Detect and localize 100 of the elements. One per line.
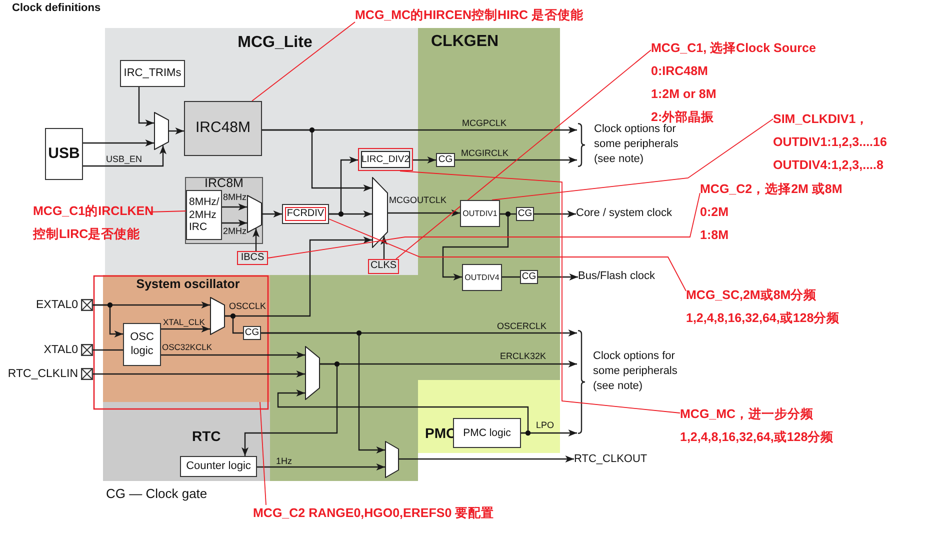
leader-line [492, 118, 774, 200]
output-signal-label: Core / system clock [576, 206, 672, 220]
multiplexer [372, 177, 388, 248]
arrow [399, 456, 574, 462]
arrow [252, 228, 260, 251]
annotation-text: 1:8M [700, 228, 728, 243]
signal-label: MCGIRCLK [461, 149, 509, 159]
output-signal-label: RTC_CLKOUT [574, 452, 648, 466]
arrow [538, 274, 578, 280]
arrow [534, 210, 576, 218]
arrow [262, 210, 282, 218]
arrow [93, 370, 305, 378]
signal-label: ERCLK32K [500, 352, 546, 362]
pin-label: RTC_CLKLIN [8, 367, 78, 381]
leader-line [400, 170, 680, 414]
oscillator-group-box [185, 177, 263, 244]
annotation-text: MCG_C1, 选择Clock Source [651, 41, 816, 56]
arrow [83, 140, 154, 146]
annotation-text: MCG_SC,2M或8M分频 [686, 288, 817, 303]
clock-gate-box: CG [520, 270, 538, 284]
module-box: IRC_TRIMs [120, 60, 185, 87]
pin-label: EXTAL0 [36, 298, 78, 312]
arrow [329, 210, 372, 218]
leader-line [252, 22, 356, 102]
annotation-text: MCG_MC的HIRCEN控制HIRC 是否使能 [355, 8, 584, 23]
arrow [262, 129, 372, 192]
arrow [388, 210, 460, 216]
annotation-text: MCG_MC，进一步分频 [680, 407, 814, 422]
annotation-text: MCG_C1的IRCLKEN [33, 204, 154, 219]
region-panel [103, 402, 270, 481]
arrow [169, 128, 184, 134]
region-title: CLKGEN [431, 33, 499, 52]
clock-gate-box: CG [243, 326, 261, 340]
annotation-text: OUTDIV1:1,2,3....16 [773, 135, 887, 150]
arrow [138, 87, 154, 126]
leader-line [260, 402, 266, 506]
annotation-text: 1,2,4,8,16,32,64,或128分频 [686, 311, 840, 326]
annotation-text: MCG_C2，选择2M 或8M [700, 182, 842, 197]
module-box: USB [45, 128, 83, 180]
connector-line [225, 315, 243, 334]
region-panel [418, 380, 560, 453]
signal-label: OSC32KCLK [162, 343, 212, 352]
annotation-text: 1,2,4,8,16,32,64,或128分频 [680, 430, 834, 445]
logic-box: PMC logic [453, 418, 521, 448]
arrow [442, 213, 509, 280]
annotation-text: 1:2M or 8M [651, 87, 716, 102]
leader-line [328, 218, 686, 292]
arrow [521, 430, 577, 436]
connector-line [93, 349, 123, 351]
output-signal-label: Bus/Flash clock [578, 269, 656, 284]
signal-label: 2MHz [223, 227, 247, 237]
annotation-text: SIM_CLKDIV1， [773, 112, 869, 127]
signal-label: 8MHz [223, 193, 247, 203]
region-title: System oscillator [136, 277, 240, 292]
annotation-text: 0:2M [700, 205, 728, 220]
oscillator-box: 8MHz/ 2MHz IRC [186, 190, 222, 240]
signal-label: 1Hz [276, 457, 292, 467]
arrow [455, 156, 577, 164]
arrow [161, 326, 210, 332]
logic-box: Counter logic [180, 456, 257, 477]
leader-line [396, 50, 652, 260]
annotation-text: 2:外部晶振 [651, 110, 714, 124]
signal-label: XTAL_CLK [163, 318, 205, 328]
pin-label: XTAL0 [44, 343, 78, 357]
signal-label: OSCCLK [229, 302, 266, 312]
arrow [413, 156, 436, 164]
arrow [161, 352, 305, 358]
region-title: RTC [192, 428, 221, 444]
logic-box: OSC logic [123, 323, 161, 366]
note-text: Clock options for some peripherals (see note) [593, 349, 678, 394]
note-text: CG — Clock gate [106, 486, 208, 502]
arrow [261, 332, 385, 454]
select-signal-label: IBCS [237, 251, 268, 265]
signal-label: MCGPCLK [462, 119, 507, 129]
arrow [242, 363, 338, 456]
multiplexer [385, 441, 399, 478]
arrow [257, 464, 385, 470]
signal-label: LPO [536, 421, 554, 431]
arrow [380, 236, 388, 259]
diagram-title: Clock definitions [12, 2, 101, 16]
select-signal-label: CLKS [368, 259, 399, 274]
arrow [93, 304, 123, 338]
connector-line [502, 276, 520, 278]
signal-label: MCGOUTCLK [389, 196, 447, 206]
multiplexer [154, 112, 169, 150]
multiplexer [305, 346, 320, 400]
region-title: MCG_Lite [238, 34, 312, 52]
annotation-text: OUTDIV4:1,2,3,....8 [773, 158, 884, 173]
annotation-text: 控制LIRC是否使能 [33, 227, 140, 242]
arrow [83, 146, 166, 167]
note-text: Clock options for some peripherals (see note) [594, 123, 680, 167]
arrow [222, 220, 247, 226]
arrow [222, 204, 247, 210]
leader-line [268, 192, 700, 258]
signal-label: OSCERCLK [497, 322, 547, 332]
annotation-text: 0:IRC48M [651, 64, 708, 79]
multiplexer [247, 195, 262, 233]
signal-label: USB_EN [106, 155, 142, 165]
annotation-text: MCG_C2 RANGE0,HGO0,EREFS0 要配置 [253, 506, 494, 521]
clock-gate-box: CG [516, 207, 534, 221]
